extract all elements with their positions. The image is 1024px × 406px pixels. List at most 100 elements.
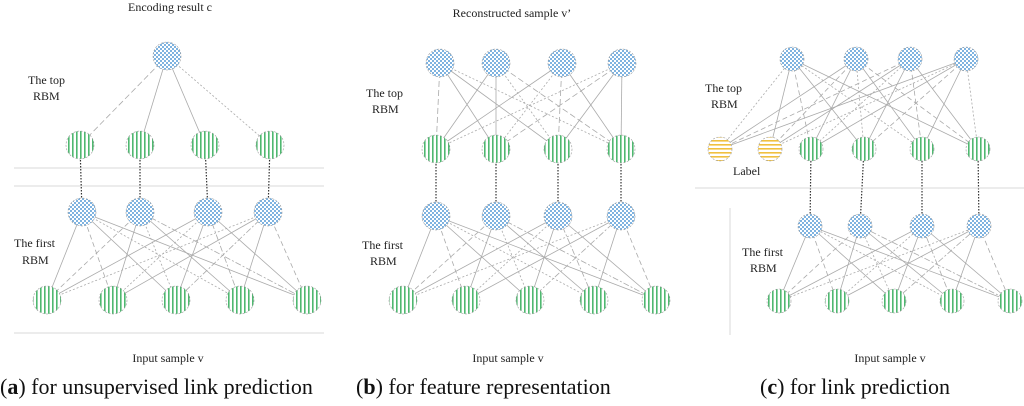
top-rbm-visible-unit <box>909 136 935 162</box>
panel-c-caption-text: for link prediction <box>784 374 950 399</box>
connection-edge <box>810 58 967 150</box>
connection-edge <box>439 62 622 150</box>
connection-edge <box>79 55 168 146</box>
panel-a-caption-text: for unsupervised link prediction <box>26 374 313 399</box>
first-rbm-hidden-unit <box>481 201 511 231</box>
layer-link-edge <box>204 144 209 213</box>
visible-unit <box>766 288 792 314</box>
panel-c-rbm-top-line2: RBM <box>711 97 738 111</box>
connection-edge <box>859 225 1011 302</box>
first-rbm-hidden-unit <box>847 213 873 239</box>
connection-edge <box>465 215 622 301</box>
connection-edge <box>46 211 209 301</box>
connection-edge <box>267 211 308 301</box>
panel-c-label-text: Label <box>733 164 761 178</box>
connection-edge <box>435 215 467 301</box>
top-rbm-hidden-unit <box>255 130 285 160</box>
panel-a-bottom-label: Input sample v <box>132 351 203 365</box>
connection-edge <box>166 55 206 146</box>
reconstructed-unit <box>547 48 577 78</box>
panel-a-caption: (a) for unsupervised link prediction <box>0 374 313 399</box>
connection-edge <box>435 215 657 301</box>
reconstructed-unit <box>607 48 637 78</box>
connection-edge <box>435 62 441 150</box>
connection-edge <box>139 55 168 146</box>
visible-unit <box>939 288 965 314</box>
first-rbm-hidden-unit <box>966 213 992 239</box>
connection-edge <box>239 211 269 301</box>
visible-unit <box>579 285 609 315</box>
connection-edge <box>863 58 911 150</box>
label-unit <box>707 136 733 162</box>
connection-edge <box>893 225 980 302</box>
top-rbm-hidden-unit <box>543 134 573 164</box>
connection-edge <box>836 225 980 302</box>
visible-unit <box>881 288 907 314</box>
reconstructed-unit <box>425 48 455 78</box>
connection-edge <box>719 58 967 150</box>
connection-edge <box>112 211 209 301</box>
panel-a-rbm-first-line1: The first <box>14 236 56 250</box>
visible-unit <box>997 288 1023 314</box>
visible-unit <box>451 285 481 315</box>
connection-edge <box>769 58 857 150</box>
connection-edge <box>778 225 861 302</box>
connection-edge <box>557 215 657 301</box>
connection-edge <box>46 211 83 301</box>
connection-edge <box>175 211 209 301</box>
connection-edge <box>769 58 967 150</box>
panel-b-rbm-top-line1: The top <box>366 86 403 100</box>
visible-unit <box>388 285 418 315</box>
connection-edge <box>435 62 563 150</box>
connection-edge <box>495 62 623 150</box>
top-rbm-hidden-unit <box>779 46 805 72</box>
connection-edge <box>207 211 241 301</box>
first-rbm-hidden-unit <box>797 213 823 239</box>
connection-edge <box>495 215 531 301</box>
top-rbm-visible-unit <box>851 136 877 162</box>
connection-edge <box>139 211 308 301</box>
layer-link-edge <box>859 148 865 227</box>
connection-edge <box>778 225 811 302</box>
visible-unit <box>515 285 545 315</box>
visible-unit <box>225 285 255 315</box>
connection-edge <box>909 58 923 150</box>
connection-edge <box>435 215 531 301</box>
connection-edge <box>921 58 967 150</box>
connection-edge <box>81 211 308 301</box>
panel-b-rbm-first-line1: The first <box>362 238 404 252</box>
visible-unit <box>98 285 128 315</box>
panel-a-top-label: Encoding result c <box>128 0 212 14</box>
panel-c-caption-letter: c <box>767 374 777 399</box>
connection-edge <box>402 215 497 301</box>
connection-edge <box>810 58 911 150</box>
reconstructed-unit <box>481 48 511 78</box>
connection-edge <box>769 58 911 150</box>
top-rbm-hidden-unit <box>843 46 869 72</box>
top-rbm-hidden-unit <box>421 134 451 164</box>
connection-edge <box>495 62 559 150</box>
connection-edge <box>620 215 657 301</box>
first-rbm-hidden-unit <box>606 201 636 231</box>
connection-edge <box>402 215 559 301</box>
connection-edge <box>836 225 861 302</box>
connection-edge <box>809 225 953 302</box>
connection-edge <box>809 225 1011 302</box>
connection-edge <box>435 62 623 150</box>
connection-edge <box>402 215 437 301</box>
top-rbm-hidden-unit <box>125 130 155 160</box>
connection-edge <box>859 225 953 302</box>
first-rbm-hidden-unit <box>125 197 155 227</box>
panel-c-caption: (c) for link prediction <box>760 374 950 399</box>
connection-edge <box>719 58 857 150</box>
connection-edge <box>836 225 923 302</box>
panel-c-rbm-top-line1: The top <box>705 81 742 95</box>
panel-b-caption-letter: b <box>363 374 375 399</box>
connection-edge <box>809 225 895 302</box>
connection-edge <box>557 62 623 150</box>
top-rbm-hidden-unit <box>190 130 220 160</box>
layer-link-edge <box>809 148 812 227</box>
connection-edge <box>921 225 1011 302</box>
connection-edge <box>166 55 271 146</box>
